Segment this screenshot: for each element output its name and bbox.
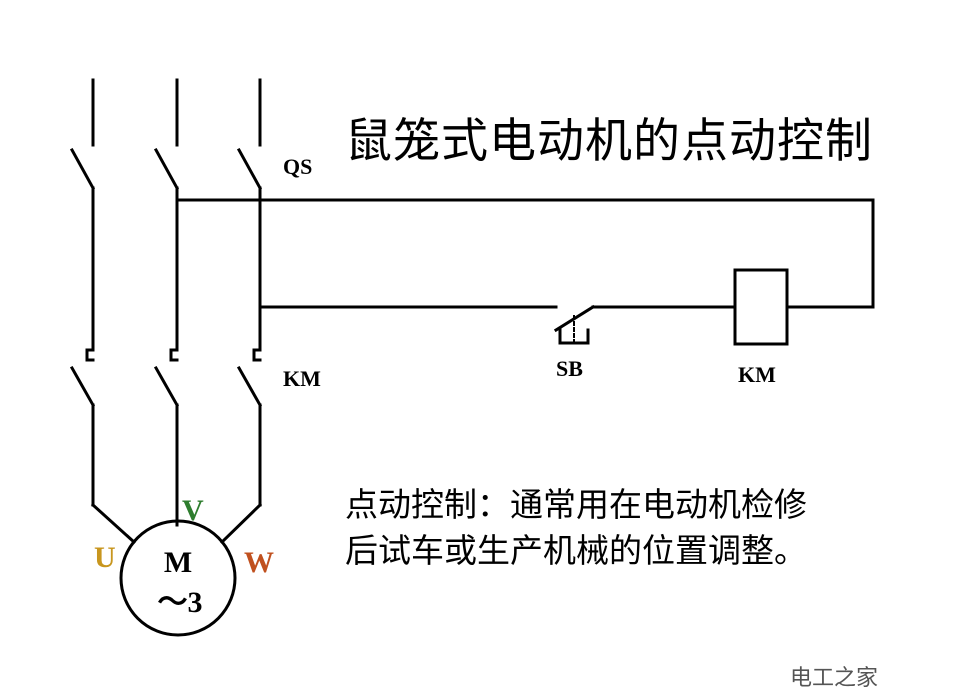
km-contact-blade-2 — [153, 365, 180, 408]
page-title: 鼠笼式电动机的点动控制 — [345, 114, 873, 169]
km-coil-box — [733, 268, 789, 346]
km-contact-hook-3 — [252, 348, 262, 362]
qs-label: QS — [283, 154, 312, 179]
watermark: 电工之家 — [790, 666, 879, 691]
motor-circle — [119, 519, 237, 637]
sb-label: SB — [556, 356, 583, 381]
motor-phase-label: ～3 — [158, 586, 203, 619]
km-contact-hook-1 — [85, 348, 95, 362]
km-contact-blade-1 — [69, 365, 96, 408]
phase-u-label: U — [94, 541, 116, 574]
description-line-1: 点动控制：通常用在电动机检修 — [345, 485, 807, 524]
qs-switch-blade-3 — [236, 147, 263, 191]
qs-switch-blade-2 — [153, 147, 180, 191]
description-line-2: 后试车或生产机械的位置调整。 — [345, 531, 807, 570]
motor-feed-u — [90, 502, 137, 545]
km-contact-hook-2 — [169, 348, 179, 362]
km-coil-label: KM — [738, 362, 776, 387]
phase-w-label: W — [244, 546, 274, 579]
description-text: 点动控制：通常用在电动机检修 后试车或生产机械的位置调整。 — [345, 482, 807, 574]
km-contact-blade-3 — [236, 365, 263, 408]
qs-switch-blade-1 — [69, 147, 96, 191]
motor-m-label: M — [164, 546, 192, 579]
phase-v-label: V — [182, 494, 204, 527]
motor-feed-w — [219, 502, 263, 545]
km-main-label: KM — [283, 366, 321, 391]
